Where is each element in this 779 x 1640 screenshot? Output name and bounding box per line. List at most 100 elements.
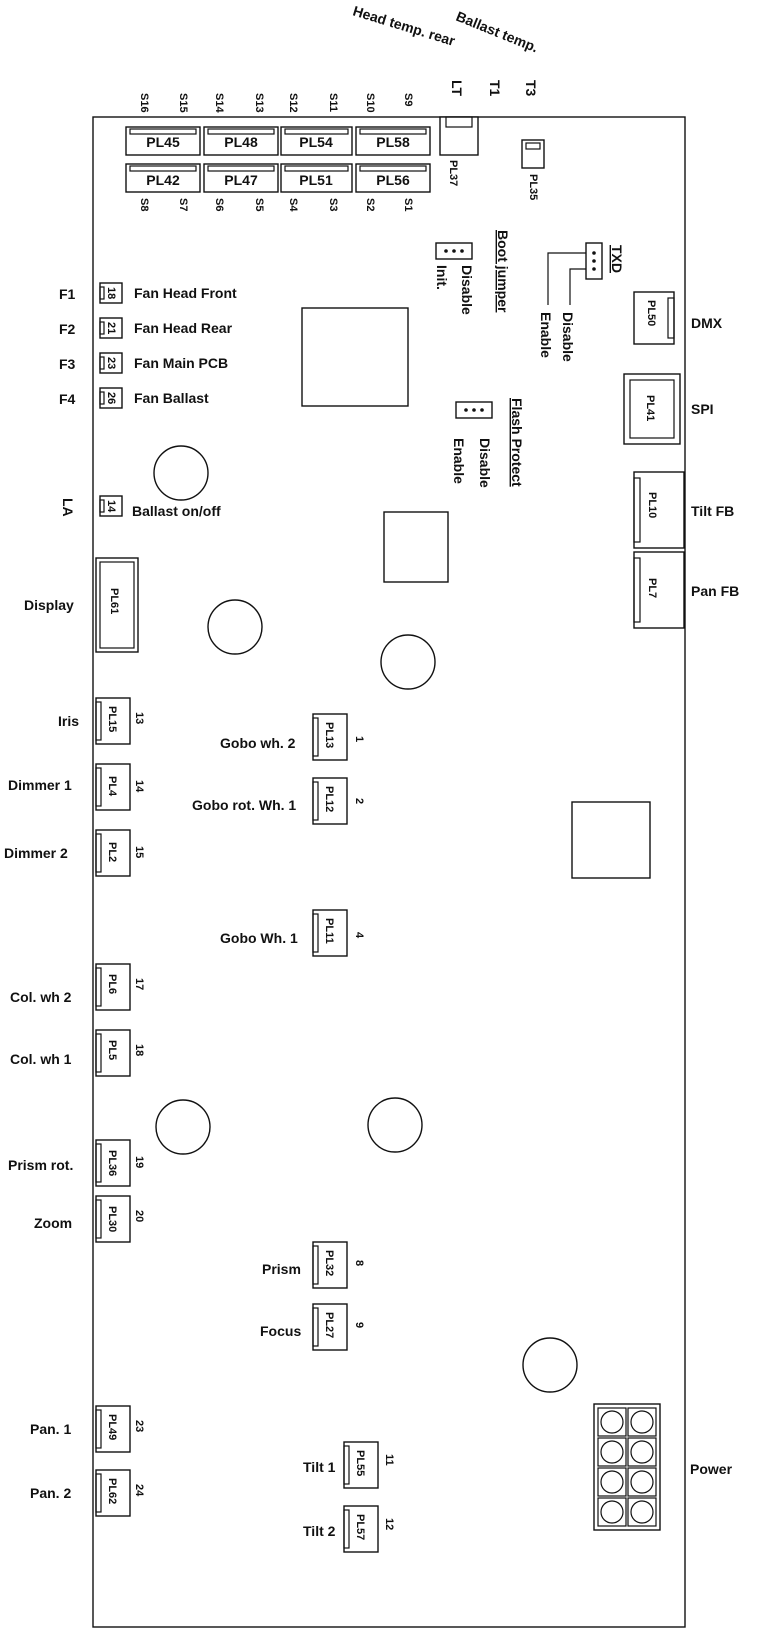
s-label: S16	[138, 93, 150, 113]
s-label: S1	[402, 198, 414, 211]
motor-num: 24	[133, 1484, 145, 1497]
motor-label: Prism	[262, 1261, 301, 1277]
display-connector	[95, 557, 139, 653]
s-label: S10	[364, 93, 376, 113]
top-connector-row-2: PL42 PL47 PL51 PL56	[125, 163, 431, 193]
motor-pl: PL49	[106, 1414, 118, 1440]
la-label: LA	[60, 498, 76, 517]
power-label: Power	[690, 1461, 733, 1477]
capacitor	[367, 1097, 423, 1153]
motor-num: 14	[133, 780, 145, 793]
top-connector-row-1: PL45 PL48 PL54 PL58	[125, 126, 431, 156]
right-label: DMX	[691, 315, 723, 331]
right-label: Pan FB	[691, 583, 739, 599]
display-label: Display	[24, 597, 74, 613]
motor-label: Dimmer 2	[4, 845, 68, 861]
motor-pl: PL12	[323, 786, 335, 812]
motor-num: 19	[133, 1156, 145, 1168]
motor-pl: PL13	[323, 722, 335, 748]
t1-label: T1	[487, 80, 503, 97]
fan-num: 23	[105, 357, 117, 369]
connector-label: PL56	[376, 172, 410, 188]
chip-right	[571, 801, 651, 879]
fan-num: 21	[105, 322, 117, 334]
connector-label: PL47	[224, 172, 258, 188]
right-pl: PL7	[646, 578, 658, 598]
s-label: S8	[138, 198, 150, 211]
motor-label: Dimmer 1	[8, 777, 72, 793]
left-motor-connectors: Iris PL15 13 Dimmer 1 PL4 14 Dimmer 2 PL…	[4, 697, 145, 1517]
s-label: S5	[253, 198, 265, 211]
power-connector: Power	[593, 1403, 733, 1531]
motor-num: 1	[353, 736, 365, 742]
fan-num: 18	[105, 287, 117, 299]
boot-jumper-title: Boot jumper	[495, 230, 511, 313]
motor-pl: PL4	[106, 776, 118, 797]
flash-protect-disable: Disable	[477, 438, 493, 488]
motor-num: 17	[133, 978, 145, 990]
txd-enable: Enable	[538, 312, 554, 358]
connector-label: PL54	[299, 134, 333, 150]
connector-label: PL48	[224, 134, 258, 150]
capacitor	[380, 634, 436, 690]
s-label: S7	[177, 198, 189, 211]
capacitor	[155, 1099, 211, 1155]
motor-pl: PL32	[323, 1250, 335, 1276]
s-labels-top: S16 S15 S14 S13 S12 S11 S10 S9	[138, 93, 414, 113]
motor-pl: PL5	[106, 1040, 118, 1060]
motor-num: 11	[383, 1454, 395, 1466]
motor-label: Zoom	[34, 1215, 72, 1231]
s-label: S15	[177, 93, 189, 113]
motor-pl: PL11	[323, 918, 335, 944]
capacitor	[522, 1337, 578, 1393]
chip-large	[301, 307, 409, 407]
motor-num: 18	[133, 1044, 145, 1056]
txd-disable: Disable	[560, 312, 576, 362]
motor-label: Focus	[260, 1323, 301, 1339]
capacitor	[207, 599, 263, 655]
s-label: S9	[402, 93, 414, 106]
t3-label: T3	[523, 80, 539, 97]
motor-num: 23	[133, 1420, 145, 1432]
s-label: S2	[364, 198, 376, 211]
fan-num: 26	[105, 392, 117, 404]
motor-num: 9	[353, 1322, 365, 1328]
connector-label: PL58	[376, 134, 410, 150]
fan-f-label: F3	[59, 356, 76, 372]
fan-name: Fan Main PCB	[134, 355, 228, 371]
fan-f-label: F4	[59, 391, 76, 407]
motor-num: 20	[133, 1210, 145, 1222]
mid-motor-connectors: Gobo wh. 2 PL13 1 Gobo rot. Wh. 1 PL12 2…	[192, 713, 395, 1553]
connector-label: PL42	[146, 172, 180, 188]
right-pl: PL50	[645, 300, 657, 326]
s-label: S4	[287, 198, 299, 212]
right-label: SPI	[691, 401, 714, 417]
fan-connectors: F1 18 Fan Head Front F2 21 Fan Head Rear…	[59, 282, 237, 409]
motor-label: Col. wh 1	[10, 1051, 72, 1067]
flash-protect-title: Flash Protect	[509, 398, 525, 487]
motor-label: Gobo Wh. 1	[220, 930, 298, 946]
motor-label: Gobo wh. 2	[220, 735, 296, 751]
motor-label: Tilt 2	[303, 1523, 336, 1539]
boot-jumper-disable: Disable	[459, 265, 475, 315]
fan-f-label: F1	[59, 286, 76, 302]
motor-num: 15	[133, 846, 145, 858]
lt-label: LT	[449, 80, 465, 97]
motor-num: 8	[353, 1260, 365, 1266]
pl35-label: PL35	[527, 174, 539, 200]
s-label: S13	[253, 93, 265, 113]
right-pl: PL41	[644, 395, 656, 421]
s-label: S12	[287, 93, 299, 113]
motor-num: 4	[353, 932, 365, 939]
chip-medium	[383, 511, 449, 583]
capacitor	[153, 445, 209, 501]
motor-label: Col. wh 2	[10, 989, 72, 1005]
motor-pl: PL15	[106, 706, 118, 732]
ballast-temp-label: Ballast temp.	[454, 8, 541, 55]
motor-num: 2	[353, 798, 365, 804]
head-temp-rear-label: Head temp. rear	[351, 3, 457, 49]
txd-title: TXD	[609, 245, 625, 273]
motor-pl: PL55	[354, 1450, 366, 1476]
motor-pl: PL36	[106, 1150, 118, 1176]
